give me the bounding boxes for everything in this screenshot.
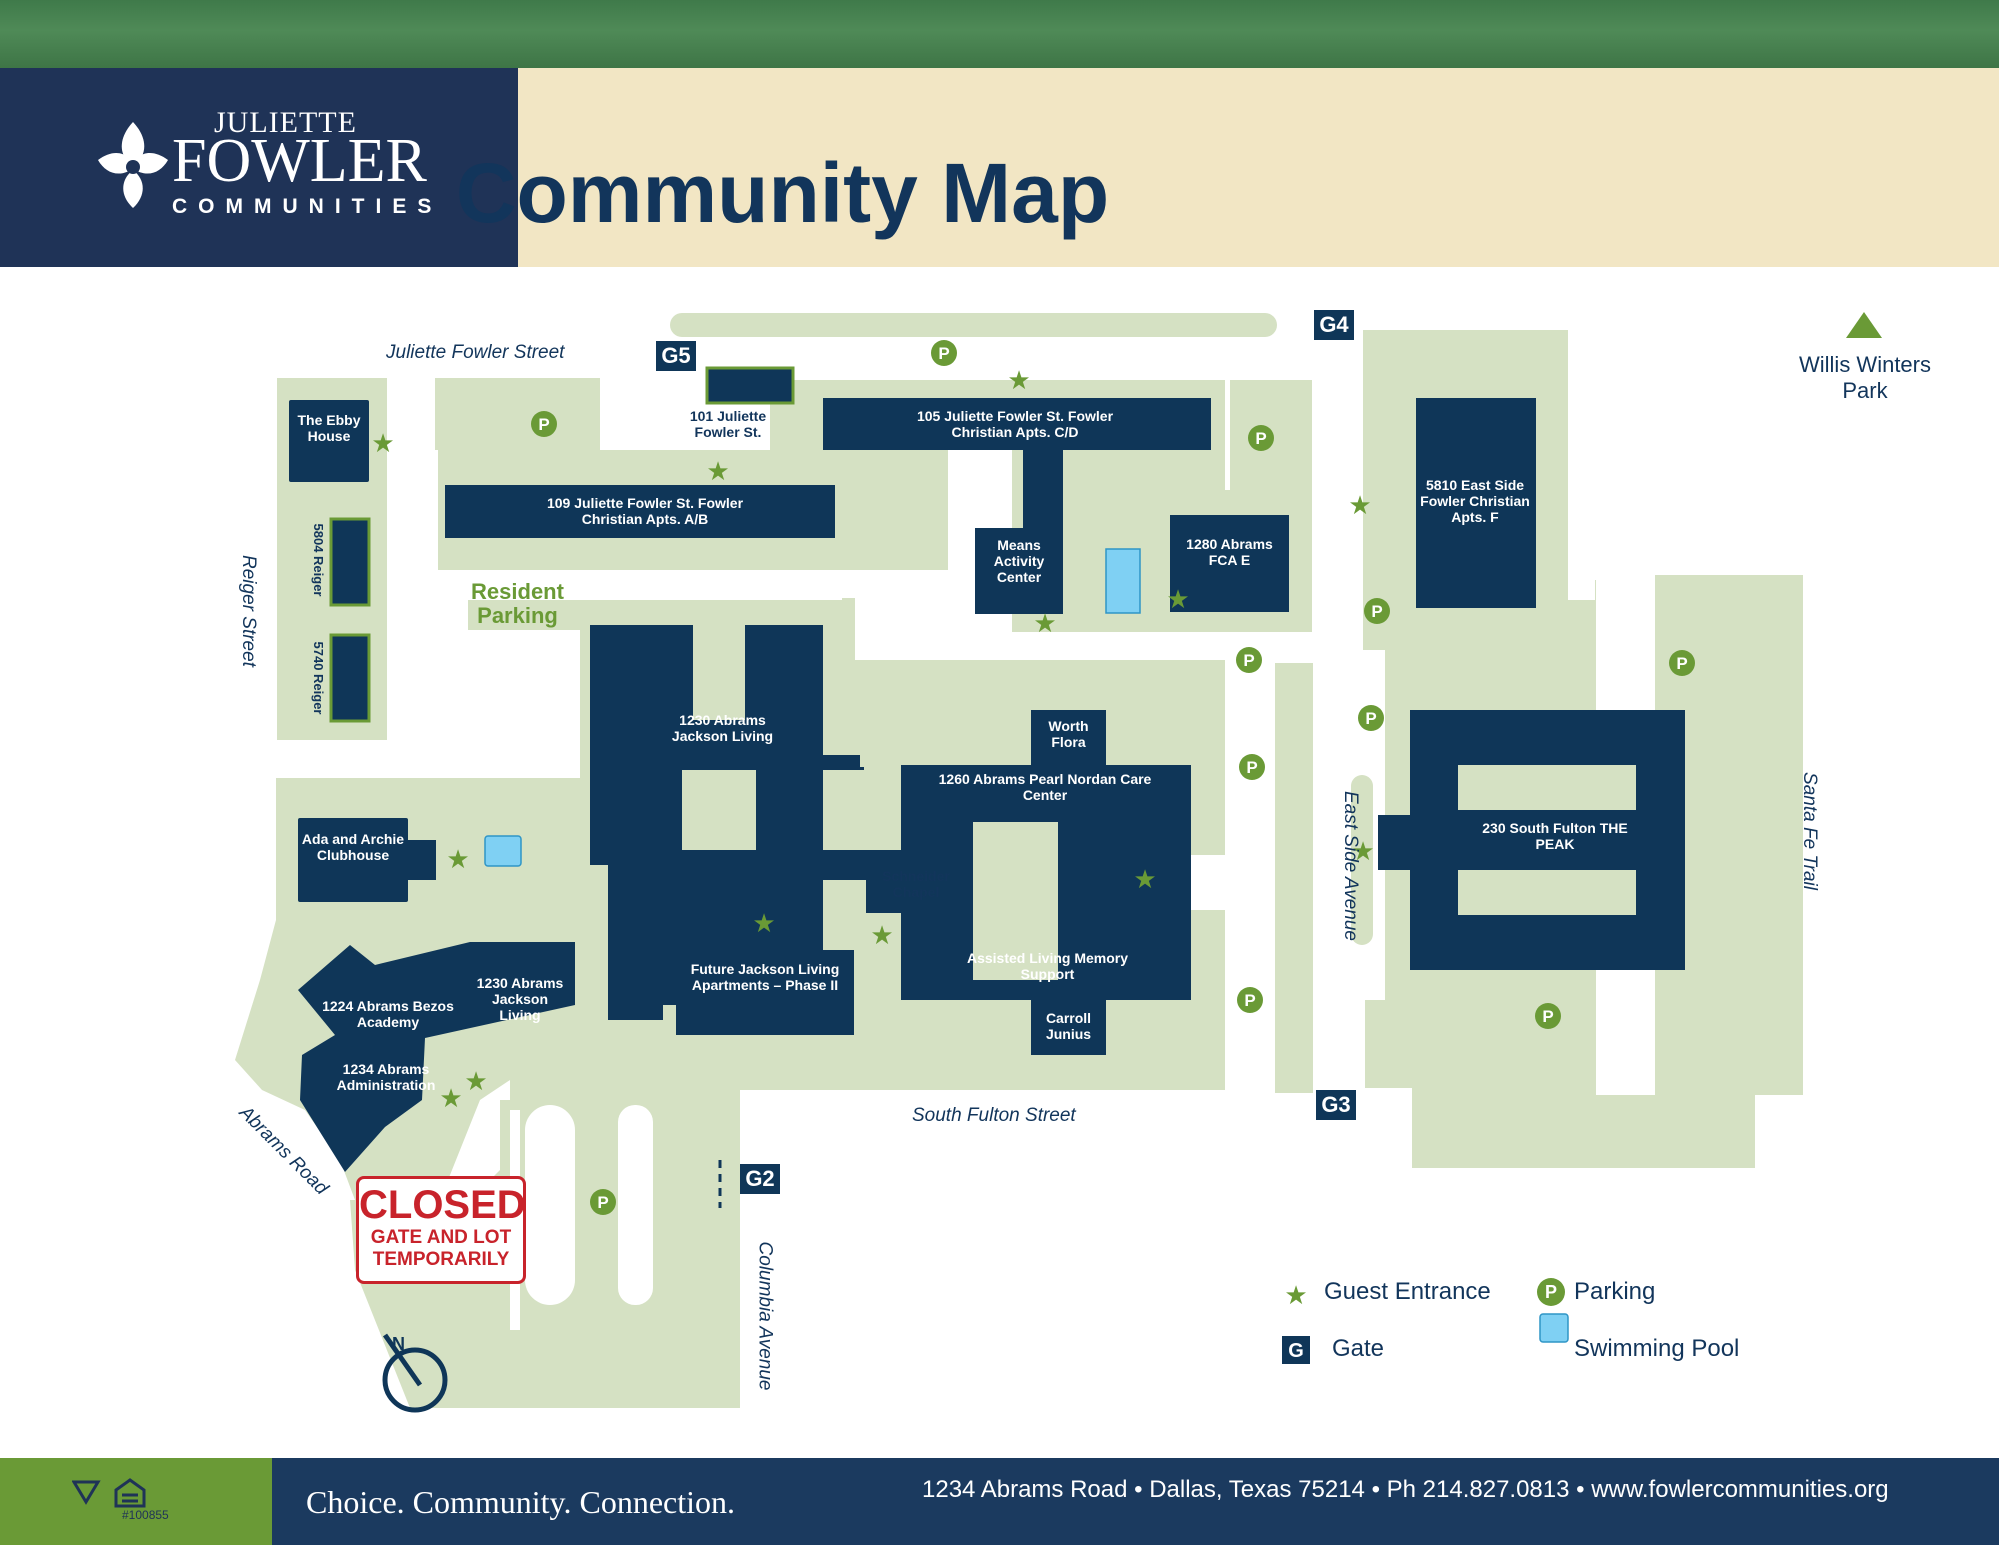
label-101-juliette: 101 Juliette Fowler St.: [689, 408, 767, 440]
svg-text:P: P: [538, 415, 549, 434]
svg-text:★: ★: [870, 921, 893, 951]
svg-text:P: P: [1243, 651, 1254, 670]
top-banner: [0, 0, 1999, 68]
label-bezos-academy: 1224 Abrams Bezos Academy: [322, 998, 454, 1030]
gate-g3: G3: [1316, 1090, 1356, 1120]
label-jackson-living-2: 1230 Abrams Jackson Living: [476, 975, 564, 1023]
label-pearl-nordan: 1260 Abrams Pearl Nordan Care Center: [938, 771, 1152, 803]
pool-icon: [1105, 548, 1141, 614]
closed-sign-line1: CLOSED: [359, 1183, 526, 1227]
label-schneider-chapel: Schneider Chapel: [882, 868, 950, 900]
street-juliette-fowler: Juliette Fowler Street: [386, 342, 565, 363]
label-5804-reiger: 5804 Reiger: [311, 523, 326, 597]
gate-g2: G2: [740, 1164, 780, 1194]
gate-g5: G5: [656, 341, 696, 371]
triangle-park-icon: [1846, 312, 1882, 338]
legend-gate-symbol: G: [1288, 1340, 1304, 1362]
pool-icon: [1539, 1313, 1569, 1343]
footer-navy-panel: [272, 1458, 1999, 1545]
svg-text:P: P: [1676, 654, 1687, 673]
equal-housing-icon: [72, 1478, 146, 1508]
svg-text:★: ★: [446, 845, 469, 875]
street-reiger: Reiger Street: [237, 555, 259, 667]
pool-icon: [484, 835, 522, 867]
svg-text:★: ★: [1133, 865, 1156, 895]
buildings: [289, 366, 1685, 1172]
gate-g4: G4: [1314, 310, 1354, 340]
compass-icon: [382, 1333, 448, 1413]
brand-juliette: JULIETTE: [214, 106, 357, 139]
svg-text:P: P: [938, 344, 949, 363]
page-title: Community Map: [455, 146, 1110, 240]
closed-sign-line3: TEMPORARILY: [372, 1249, 510, 1270]
svg-text:P: P: [1542, 1007, 1553, 1026]
svg-text:P: P: [1365, 709, 1376, 728]
street-south-fulton: South Fulton Street: [912, 1105, 1076, 1126]
svg-text:P: P: [597, 1193, 608, 1212]
label-105-juliette: 105 Juliette Fowler St. Fowler Christian…: [916, 408, 1114, 440]
legend-parking: Parking: [1574, 1278, 1656, 1305]
legend-guest-entrance: Guest Entrance: [1324, 1278, 1491, 1305]
footer-green-panel: [0, 1458, 272, 1545]
label-means-activity: Means Activity Center: [993, 537, 1045, 585]
label-fca-e: 1280 Abrams FCA E: [1186, 536, 1273, 568]
legend-gate: Gate: [1332, 1335, 1385, 1362]
flower-logo-icon: [98, 122, 168, 208]
label-apts-f: 5810 East Side Fowler Christian Apts. F: [1420, 477, 1530, 525]
svg-text:P: P: [1246, 758, 1257, 777]
footer-address: 1234 Abrams Road • Dallas, Texas 75214 •…: [922, 1476, 1889, 1503]
svg-text:★: ★: [439, 1084, 462, 1114]
closed-sign: CLOSED GATE AND LOT TEMPORARILY: [356, 1176, 526, 1284]
label-carroll-junius: Carroll Junius: [1045, 1010, 1092, 1042]
title-panel: [518, 68, 1999, 267]
footer-slogan: Choice. Community. Connection.: [306, 1484, 735, 1520]
label-5740-reiger: 5740 Reiger: [311, 641, 326, 715]
willis-winters-park-label: Willis Winters Park: [1799, 352, 1931, 403]
svg-text:★: ★: [1348, 491, 1371, 521]
street-columbia: Columbia Avenue: [754, 1241, 776, 1391]
svg-text:★: ★: [464, 1067, 487, 1097]
label-assisted-living: Assisted Living Memory Support: [966, 950, 1129, 982]
label-ebby-house: The Ebby House: [297, 412, 361, 444]
brand-fowler: FOWLER: [172, 127, 427, 195]
street-east-side: East Side Avenue: [1340, 791, 1361, 941]
gate-icon: [1282, 1336, 1310, 1364]
svg-text:★: ★: [1351, 837, 1374, 867]
legend-parking-icon: P: [1537, 1278, 1565, 1306]
logo-panel: [0, 68, 518, 267]
label-the-peak: 230 South Fulton THE PEAK: [1482, 820, 1628, 852]
svg-text:P: P: [1244, 991, 1255, 1010]
svg-text:★: ★: [1166, 585, 1189, 615]
label-109-juliette: 109 Juliette Fowler St. Fowler Christian…: [546, 495, 744, 527]
label-future-jackson: Future Jackson Living Apartments – Phase…: [690, 961, 840, 993]
resident-parking-label: Resident Parking: [471, 579, 564, 628]
svg-text:P: P: [1371, 602, 1382, 621]
label-administration: 1234 Abrams Administration: [336, 1061, 436, 1093]
svg-text:★: ★: [1007, 366, 1030, 396]
svg-text:★: ★: [1284, 1281, 1307, 1311]
svg-text:P: P: [1255, 429, 1266, 448]
svg-text:★: ★: [1033, 609, 1056, 639]
parking-icons: P P P P P P P P P P P P: [531, 340, 1695, 1305]
equal-housing-number: #100855: [122, 1508, 169, 1522]
label-jackson-living: 1230 Abrams Jackson Living: [671, 712, 774, 744]
label-worth-flora: Worth Flora: [1048, 718, 1089, 750]
svg-text:★: ★: [371, 429, 394, 459]
legend-pool: Swimming Pool: [1574, 1335, 1740, 1362]
svg-text:N: N: [392, 1334, 405, 1354]
closed-sign-line2: GATE AND LOT: [370, 1227, 512, 1248]
street-santa-fe: Santa Fe Trail: [1798, 772, 1820, 890]
guest-entrance-stars: ★★★★★★★★★★★★★★: [371, 366, 1374, 1311]
svg-text:★: ★: [752, 909, 775, 939]
svg-text:★: ★: [706, 457, 729, 487]
brand-communities: COMMUNITIES: [172, 195, 443, 218]
label-ada-archie: Ada and Archie Clubhouse: [301, 831, 405, 863]
